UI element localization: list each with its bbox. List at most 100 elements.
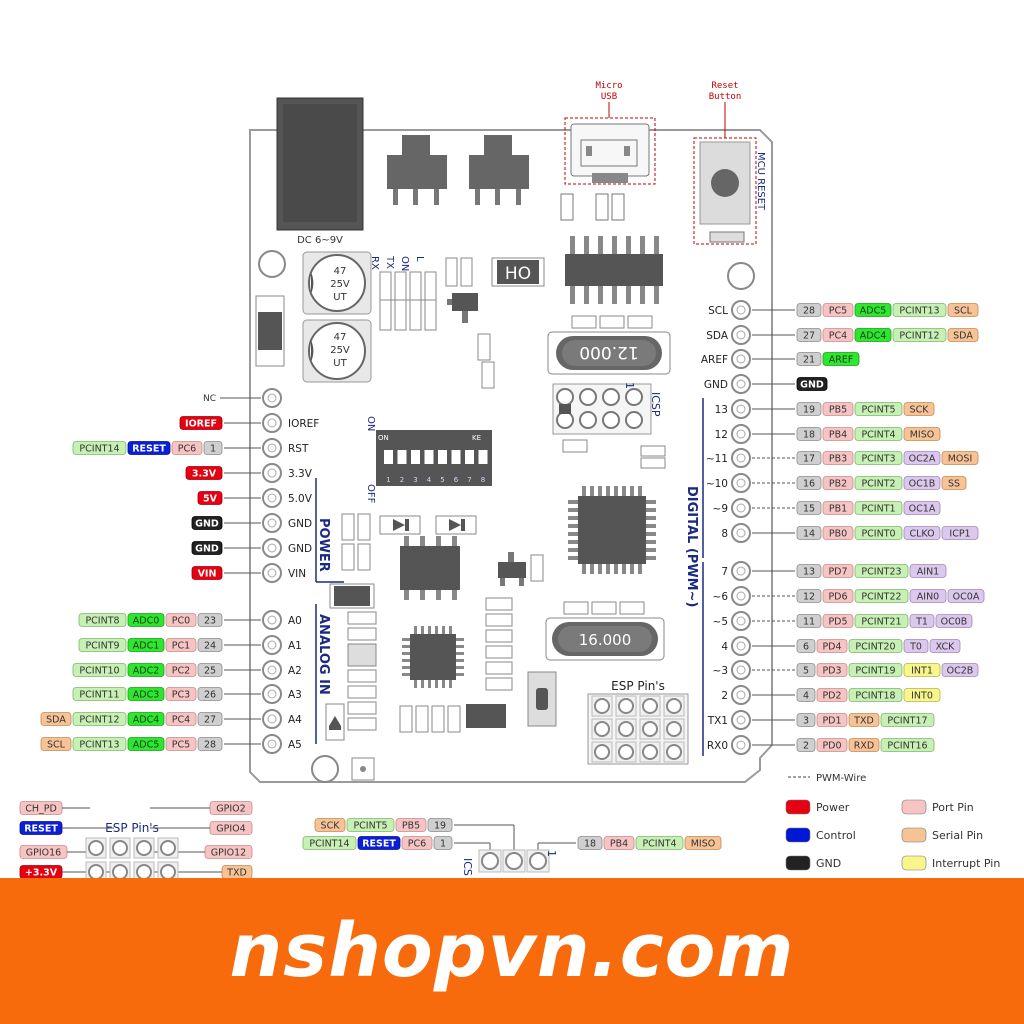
right-pin-top-6-tag-1: PB3 [822,451,854,465]
analog-pin-3-tag-2: PC3 [165,687,197,701]
smd-p1 [341,513,355,541]
esp-button[interactable] [527,671,557,727]
dip-ke: KE [472,434,481,442]
dip-off-label: OFF [365,484,376,504]
dip-key-7[interactable] [465,450,474,464]
svg-text:PC5: PC5 [829,305,847,316]
svg-text:OC1A: OC1A [909,503,936,514]
cap1-value: 47 [334,266,347,277]
right-pin-bottom-7-tag-0: 2 [796,738,816,752]
svg-text:+3.3V: +3.3V [25,867,58,878]
esp-board-hole [666,744,682,760]
svg-text:OC2A: OC2A [909,453,936,464]
dip-key-5[interactable] [438,450,447,464]
right-pin-bottom-label-5: 2 [721,690,728,702]
right-pin-bottom-4-tag-4: OC2B [941,663,979,677]
legend-swatch-1 [901,799,927,815]
left-pin-2-tag-2: PC6 [171,441,203,455]
analog-pin-label-3: A3 [288,689,302,701]
analog-pin-5-tag-1: PCINT13 [72,737,127,751]
svg-text:T1: T1 [915,616,928,627]
analog-pin-1-tag-1: ADC1 [127,638,165,652]
right-pin-top-label-6: ~11 [706,453,728,465]
right-pin-top-8-tag-2: PCINT1 [854,501,903,515]
right-pin-top-9-tag-0: 14 [796,526,822,540]
dip-key-8[interactable] [478,450,488,464]
svg-text:21: 21 [803,354,815,365]
svg-text:ADC0: ADC0 [133,615,160,626]
svg-text:PCINT14: PCINT14 [309,838,349,849]
right-pin-bottom-4-tag-3: INT1 [903,663,941,677]
svg-text:SCK: SCK [321,820,341,831]
right-pin-bottom-0-tag-2: PCINT23 [854,564,909,578]
svg-text:PB5: PB5 [402,820,420,831]
esp-board-hole [618,744,634,760]
left-pin-label-1: IOREF [288,418,319,430]
right-pin-top-4-tag-0: 19 [796,402,822,416]
svg-text:GPIO12: GPIO12 [211,847,246,858]
svg-text:5V: 5V [203,493,218,504]
right-pin-top-label-2: AREF [701,354,728,366]
micro-usb-connector: Micro USB [564,81,656,185]
svg-text:OC1B: OC1B [909,478,936,489]
svg-text:TXD: TXD [853,715,874,726]
svg-text:CH_PD: CH_PD [25,803,57,814]
analog-pin-0-tag-2: PC0 [165,613,197,627]
esp-pins-board-label: ESP Pin's [611,679,665,693]
legend-swatch-5 [901,855,927,871]
right-pin-bottom-label-1: ~6 [713,591,729,603]
right-pin-bottom-hole-3 [731,636,751,656]
crystal1-label: 12.000 [579,342,638,362]
icsp-row1-tag-1: PCINT5 [346,818,395,832]
micro-usb-callout-line1: Micro [595,81,622,91]
right-pin-bottom-2-tag-0: 11 [796,614,822,628]
capacitor-1: 47 25V UT [302,251,372,315]
brand-banner: nshopvn.com [0,878,1024,1024]
dip-key-6[interactable] [451,450,461,464]
icsp-bottom-hole-2 [529,852,547,870]
mounting-hole-bl [311,755,339,783]
left-pin-2-tag-3: 1 [203,441,223,455]
svg-text:23: 23 [204,615,216,626]
right-pin-top-label-4: 13 [715,404,728,416]
svg-text:MISO: MISO [691,838,716,849]
right-pin-top-hole-4 [731,399,751,419]
right-pin-bottom-hole-1 [731,586,751,606]
right-pin-top-label-7: ~10 [706,478,728,490]
dip-key-2[interactable] [397,450,407,464]
svg-text:SCK: SCK [910,404,930,415]
right-pin-top-label-1: SDA [706,330,729,342]
svg-text:5: 5 [803,665,809,676]
svg-text:RXD: RXD [854,740,874,751]
dip-key-3[interactable] [411,450,420,464]
esp-board-hole [666,698,682,714]
svg-text:ADC3: ADC3 [133,689,160,700]
dip-number-7: 7 [467,476,471,484]
crystal2-label: 16.000 [579,631,632,649]
esp-bottom-hole [160,840,176,856]
right-pin-top-hole-0 [731,300,751,320]
svg-text:INT1: INT1 [911,665,933,676]
svg-text:26: 26 [204,689,216,700]
svg-text:2: 2 [803,740,809,751]
esp-left-tag-1: RESET [19,821,63,835]
icsp-row1-tag-0: SCK [314,818,346,832]
legend-label-4: GND [816,857,841,870]
right-pin-bottom-1-tag-1: PD6 [822,589,854,603]
right-pin-top-9-tag-4: ICP1 [941,526,979,540]
dip-key-4[interactable] [424,450,434,464]
dip-key-1[interactable] [384,450,393,464]
right-pin-top-hole-6 [731,448,751,468]
smd-c1 [571,315,597,329]
svg-text:PC2: PC2 [172,665,190,676]
left-pin-hole-4 [262,488,282,508]
reset-button[interactable]: Reset Button MCU RESET [693,81,766,245]
analog-pin-3-tag-3: 26 [197,687,223,701]
svg-text:17: 17 [803,453,815,464]
right-pin-bottom-5-tag-0: 4 [796,688,816,702]
dc-jack: DC 6~9V [276,97,364,246]
right-pin-bottom-7-tag-3: PCINT16 [880,738,935,752]
